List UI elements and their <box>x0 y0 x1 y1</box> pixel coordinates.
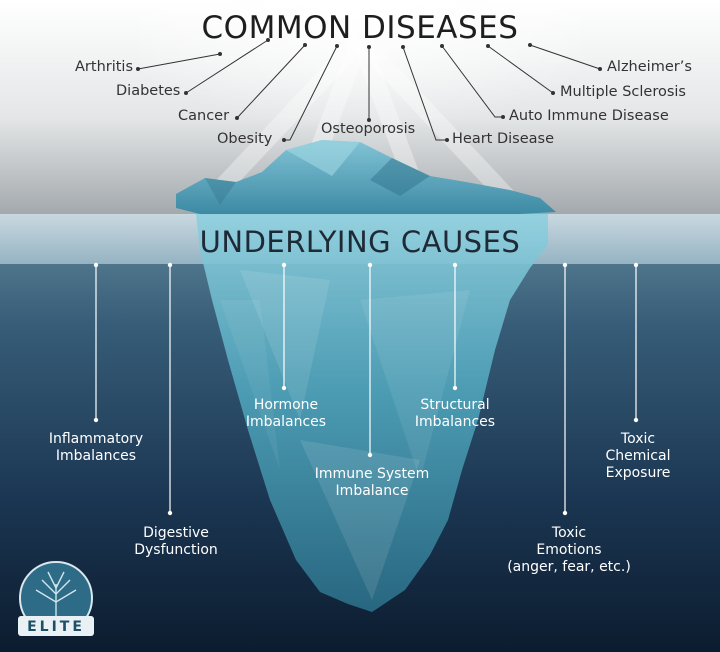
iceberg-tip-facets <box>205 140 430 205</box>
disease-label: Multiple Sclerosis <box>560 84 686 100</box>
logo-banner <box>18 616 94 636</box>
disease-label: Diabetes <box>116 83 181 99</box>
iceberg-facets <box>220 270 470 600</box>
heading-underlying-causes: UNDERLYING CAUSES <box>199 225 521 259</box>
heading-common-diseases: COMMON DISEASES <box>201 10 519 46</box>
disease-label: Cancer <box>178 108 230 124</box>
elite-logo: ELITE <box>18 561 94 636</box>
disease-label: Heart Disease <box>452 131 554 147</box>
cause-connector-dots <box>93 262 639 516</box>
disease-label: Arthritis <box>75 59 134 75</box>
disease-label: Auto Immune Disease <box>509 108 669 124</box>
cause-connector-lines <box>95 265 637 513</box>
disease-label: Obesity <box>217 131 273 147</box>
disease-connector-lines <box>137 39 601 141</box>
disease-label: Osteoporosis <box>321 121 416 137</box>
iceberg-tip <box>176 140 556 214</box>
logo-text: ELITE <box>27 619 85 635</box>
disease-label: Alzheimer’s <box>607 59 692 75</box>
disease-connector-dots <box>136 38 602 142</box>
